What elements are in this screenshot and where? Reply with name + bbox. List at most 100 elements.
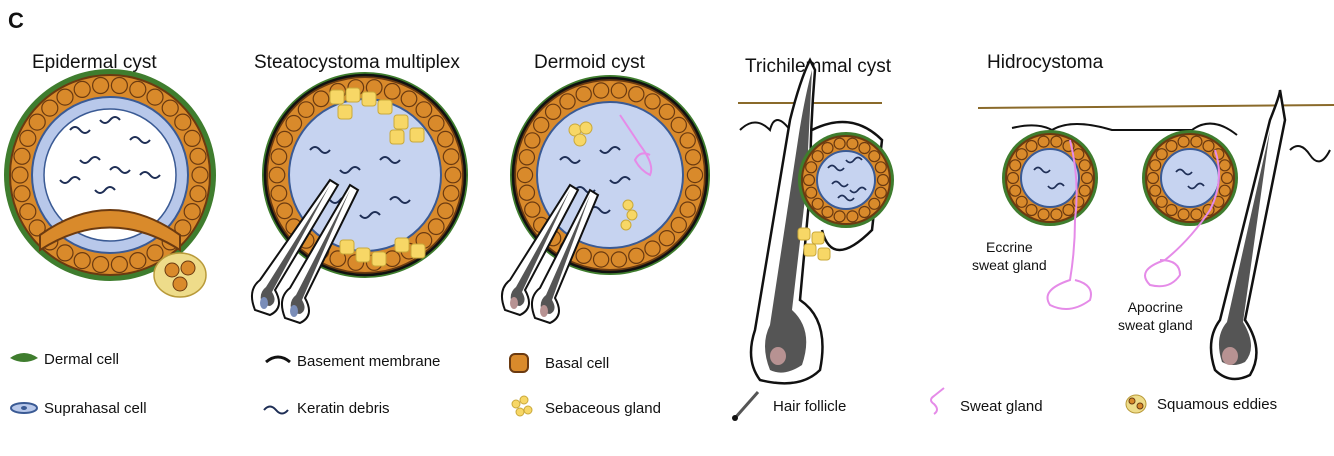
- dermoid-cyst-diagram: [500, 75, 710, 325]
- basal-cell: [1009, 159, 1022, 172]
- basal-cell: [189, 147, 207, 165]
- title-dermoid-cyst: Dermoid cyst: [534, 52, 645, 73]
- basal-cell: [1025, 139, 1038, 153]
- basal-cell: [876, 173, 890, 187]
- apocrine-sweat-gland: [1144, 149, 1220, 288]
- basal-cell: [146, 244, 164, 262]
- basal-cell: [516, 166, 534, 184]
- basal-cell: [610, 82, 628, 99]
- basal-cell: [846, 137, 859, 150]
- legend-suprabasal-cell: Suprahasal cell: [44, 400, 147, 417]
- basal-cell: [559, 93, 576, 110]
- basal-cell: [575, 247, 592, 264]
- sebaceous-gland-cluster: [329, 87, 426, 267]
- basal-cell: [270, 148, 288, 166]
- basal-cell: [874, 186, 887, 199]
- basal-cell: [56, 88, 74, 106]
- basal-cell: [1155, 148, 1168, 161]
- basal-cell: [575, 85, 592, 103]
- basal-cell: [1078, 159, 1091, 172]
- basal-cell: [686, 166, 704, 184]
- trichilemmal-cyst-diagram: [738, 57, 894, 385]
- basal-cell: [297, 101, 315, 118]
- basal-cell: [276, 130, 294, 148]
- basal-cell: [56, 244, 74, 262]
- basal-cell: [1006, 171, 1020, 185]
- legend-basal-cell: Basal cell: [545, 355, 609, 372]
- basal-cell: [518, 149, 536, 166]
- basal-cell: [811, 150, 824, 163]
- legend-sebaceous-gland-label: Sebaceous gland: [545, 400, 661, 417]
- legend-sebaceous-gland: Sebaceous gland: [545, 400, 661, 417]
- legend-squamous-eddies-label: Squamous eddies: [1157, 396, 1278, 413]
- legend-basement-membrane: Basement membrane: [297, 353, 440, 370]
- basal-cell: [544, 103, 562, 121]
- basal-cell: [1037, 208, 1050, 221]
- basal-cell: [91, 255, 110, 274]
- basal-cell: [1220, 171, 1234, 185]
- legend-sweat-gland-label: Sweat gland: [960, 398, 1043, 415]
- hidrocystoma-diagram: [977, 89, 1334, 381]
- panel-letter: C: [8, 8, 24, 33]
- basal-cell: [679, 201, 696, 218]
- basal-cell: [110, 76, 129, 95]
- eccrine-label: Eccrine sweat gland: [972, 238, 1047, 274]
- basal-cell: [1149, 159, 1162, 172]
- basal-cell: [1202, 139, 1215, 153]
- basal-cell: [1177, 135, 1190, 148]
- invagination: [39, 209, 181, 252]
- basal-cell-ring: [802, 137, 890, 223]
- sweat-gland-icon: [930, 387, 945, 415]
- basal-cell: [1015, 148, 1028, 161]
- basal-cell: [1149, 184, 1162, 197]
- basal-cell: [811, 197, 824, 210]
- basal-cell: [658, 103, 676, 121]
- basal-cell: [1218, 159, 1231, 172]
- basal-cell: [670, 216, 688, 234]
- basal-cell-icon: [509, 353, 529, 373]
- basal-cell: [868, 150, 881, 163]
- basal-cell: [427, 218, 445, 236]
- legend-sweat-gland: Sweat gland: [960, 398, 1043, 415]
- keratin-debris: [827, 156, 867, 202]
- basement-membrane: [263, 73, 467, 277]
- basal-cell: [41, 99, 59, 117]
- basal-cell: [383, 82, 401, 100]
- basal-cell: [1177, 208, 1190, 221]
- basal-cell: [858, 141, 871, 155]
- basal-cell: [592, 251, 610, 268]
- hair-follicles: [500, 183, 600, 325]
- eccrine-label-line1: Eccrine: [986, 239, 1033, 255]
- basal-cell: [73, 80, 91, 99]
- basal-cell: [1146, 171, 1160, 185]
- basal-cell: [268, 166, 286, 184]
- basal-cell: [1218, 184, 1231, 197]
- basal-cell: [858, 205, 871, 219]
- basal-cell: [191, 166, 209, 184]
- basal-cell: [833, 137, 846, 150]
- basal-cell: [1165, 139, 1178, 153]
- basal-cell: [592, 82, 610, 99]
- basal-cell: [383, 250, 401, 268]
- hair-follicle-icon: [733, 391, 760, 419]
- basal-cell: [444, 166, 462, 184]
- basal-cell: [312, 90, 330, 108]
- keratin-debris: [59, 116, 161, 194]
- basal-cell: [28, 113, 46, 131]
- basal-cell: [1050, 208, 1063, 221]
- basal-cell: [129, 252, 147, 270]
- basal-cell: [524, 201, 541, 218]
- basal-cell: [183, 203, 201, 221]
- dermal-cell-icon: [10, 353, 38, 362]
- sebaceous-gland-cluster: [797, 227, 831, 261]
- basal-cell: [183, 129, 201, 147]
- basal-cell: [524, 132, 541, 149]
- basement-membrane-icon: [265, 355, 291, 364]
- basal-cell: [161, 99, 179, 117]
- basal-cell: [129, 80, 147, 99]
- basal-cell: [821, 205, 834, 219]
- basal-cell: [805, 161, 818, 174]
- sebaceous-gland-icon: [511, 395, 533, 417]
- basal-cell: [1062, 203, 1075, 217]
- legend-squamous-eddies: Squamous eddies: [1157, 396, 1277, 413]
